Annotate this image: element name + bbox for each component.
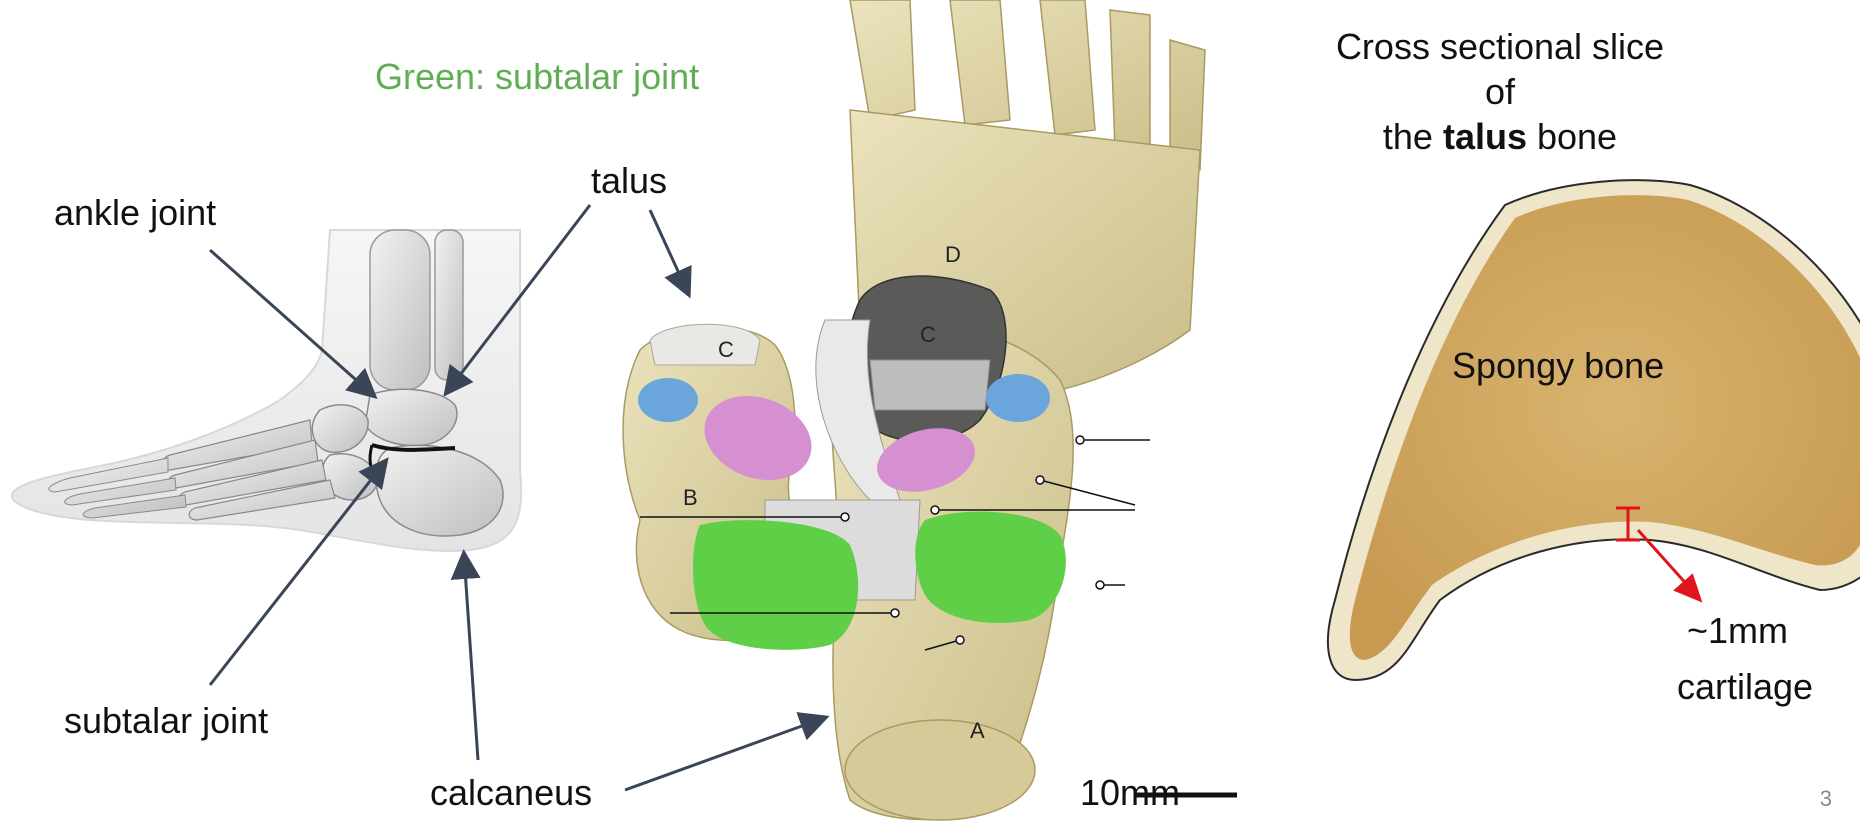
title-line-2-post: bone	[1527, 116, 1617, 157]
subtalar-joint-arrow	[210, 462, 385, 685]
label-calcaneus: calcaneus	[430, 772, 592, 813]
title-bold-talus: talus	[1443, 116, 1527, 157]
ankle-joint-arrow	[210, 250, 373, 395]
label-cartilage-thickness: ~1mm	[1687, 610, 1788, 651]
label-scale-bar: 10mm	[1080, 772, 1180, 813]
label-green-legend: Green: subtalar joint	[375, 56, 699, 97]
talus-arrow-right	[650, 210, 688, 293]
calcaneus-arrow-left	[464, 555, 478, 760]
cross-section-title: Cross sectional slice of the talus bone	[1330, 24, 1670, 159]
title-line-1: Cross sectional slice of	[1330, 24, 1670, 114]
title-line-2: the talus bone	[1330, 114, 1670, 159]
page-number: 3	[1820, 786, 1832, 812]
title-line-2-pre: the	[1383, 116, 1443, 157]
label-spongy-bone: Spongy bone	[1452, 345, 1664, 386]
label-subtalar-joint: subtalar joint	[64, 700, 268, 741]
label-cartilage: cartilage	[1677, 666, 1813, 707]
label-talus: talus	[591, 160, 667, 201]
label-ankle-joint: ankle joint	[54, 192, 216, 233]
talus-arrow-left	[447, 205, 590, 392]
calcaneus-arrow-right	[625, 718, 824, 790]
